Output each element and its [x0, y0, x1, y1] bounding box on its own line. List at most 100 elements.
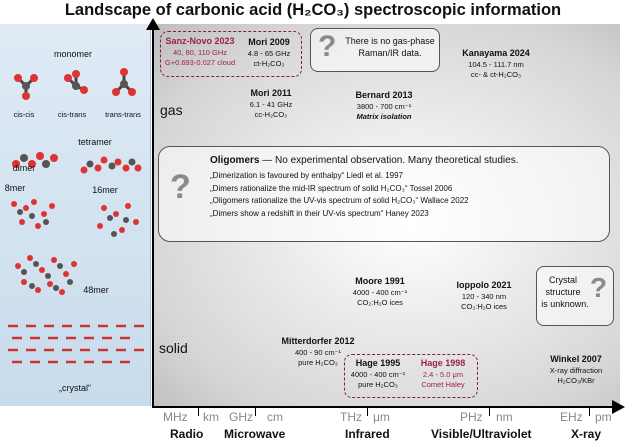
- bernard-range: 3800 - 700 cm⁻¹: [356, 102, 412, 111]
- infrared-highlight-box: [344, 354, 478, 398]
- mori2011-name: Mori 2011: [250, 88, 292, 98]
- ioppolo-name: Ioppolo 2021: [456, 280, 512, 290]
- mori2009-species: ct-H₂CO₃: [253, 59, 285, 68]
- kanayama-range: 104.5 - 111.7 nm: [468, 60, 524, 69]
- molecule-panel: monomer cis-cis cis-trans trans-trans te…: [0, 24, 151, 406]
- winkel-sample: H₂CO₃/KBr: [557, 376, 595, 385]
- question-mark-icon: ?: [318, 30, 337, 63]
- crystal-label: „crystal“: [59, 383, 91, 393]
- axis-unit-thz: THz: [340, 410, 362, 424]
- crystal-unknown-line1: Crystal: [548, 275, 577, 285]
- kanayama-name: Kanayama 2024: [462, 48, 530, 58]
- hage1995-range: 4000 - 400 cm⁻¹: [350, 370, 406, 379]
- 48mer-label: 48mer: [83, 285, 109, 295]
- oligomers-quote: „Oligomers rationalize the UV-vis spectr…: [210, 196, 469, 205]
- oligomers-heading-bold: Oligomers: [210, 155, 260, 166]
- mitterdorfer-name: Mitterdorfer 2012: [281, 336, 355, 346]
- cis-trans-molecule: [64, 70, 88, 94]
- axis-tick: [489, 408, 490, 416]
- hage1995-sample: pure H₂CO₃: [358, 380, 398, 389]
- trans-trans-label: trans-trans: [105, 110, 141, 119]
- 48mer-molecule: [15, 255, 77, 295]
- hage1998-range: 2.4 - 5.0 μm: [422, 370, 464, 379]
- hage1995-name: Hage 1995: [355, 358, 401, 368]
- axis-tick: [367, 408, 368, 416]
- y-axis-arrow: [146, 18, 160, 30]
- axis-unit-cm: cm: [267, 410, 283, 424]
- mori2009-name: Mori 2009: [248, 37, 290, 47]
- mitterdorfer-range: 400 - 90 cm⁻¹: [294, 348, 342, 357]
- axis-tick: [589, 408, 590, 416]
- cis-cis-label: cis-cis: [13, 110, 35, 119]
- band-infrared: Infrared: [345, 427, 390, 441]
- axis-unit-phz: PHz: [460, 410, 483, 424]
- dimer-molecule: [12, 152, 58, 168]
- oligomers-heading: Oligomers — No experimental observation.…: [210, 155, 600, 167]
- mori2009-range: 4.8 - 65 GHz: [247, 49, 291, 58]
- oligomers-quote: „Dimerization is favoured by enthalpy“ L…: [210, 171, 403, 180]
- oligomers-question-icon: ?: [170, 168, 191, 206]
- 8mer-label: 8mer: [4, 183, 26, 193]
- axis-unit-ghz: GHz: [229, 410, 253, 424]
- sanz-novo-source: G+0.693-0.027 cloud: [164, 58, 236, 67]
- band-xray: X-ray: [571, 427, 602, 441]
- ioppolo-sample: CO₂:H₂O ices: [461, 302, 507, 311]
- mori2011-species: cc-H₂CO₃: [254, 110, 288, 119]
- page-title: Landscape of carbonic acid (H₂CO₃) spect…: [64, 1, 562, 19]
- dimer-tetramer-molecules: [12, 152, 142, 174]
- winkel-name: Winkel 2007: [550, 354, 602, 364]
- 16mer-label: 16mer: [92, 185, 118, 195]
- moore-sample: CO₂:H₂O ices: [357, 298, 403, 307]
- crystal-unknown-line2: structure: [545, 287, 581, 297]
- 8mer-16mer-molecules: [11, 199, 139, 237]
- crystal-unknown-box: [536, 266, 614, 326]
- crystal-unknown-line3: is unknown.: [541, 299, 589, 309]
- axis-unit-um: μm: [373, 410, 390, 424]
- solid-phase-label: solid: [159, 340, 188, 356]
- gas-phase-label: gas: [160, 102, 183, 118]
- no-gas-line1: There is no gas-phase: [345, 36, 435, 46]
- axis-tick: [198, 408, 199, 416]
- axis-tick: [255, 408, 256, 416]
- oligomers-quote: „Dimers rationalize the mid-IR spectrum …: [210, 183, 453, 193]
- oligomers-heading-rest: — No experimental observation. Many theo…: [259, 155, 519, 166]
- axis-unit-pm: pm: [595, 410, 612, 424]
- axis-unit-ehz: EHz: [560, 410, 583, 424]
- cis-trans-label: cis-trans: [57, 110, 87, 119]
- oligomers-quote: „Dimers show a redshift in their UV-vis …: [210, 208, 429, 218]
- band-visible-uv: Visible/Ultraviolet: [431, 427, 532, 441]
- rotational-highlight-box: [160, 31, 302, 77]
- axis-unit-nm: nm: [496, 410, 513, 424]
- axis-unit-mhz: MHz: [163, 410, 188, 424]
- oligomers-quote-list: „Dimerization is favoured by enthalpy“ L…: [210, 170, 600, 220]
- monomer-molecules: [14, 68, 136, 100]
- x-axis-arrow: [612, 400, 625, 414]
- dimer-label: dimer: [12, 163, 36, 173]
- moore-name: Moore 1991: [355, 276, 405, 286]
- tetramer-label: tetramer: [78, 137, 112, 147]
- tetramer-molecule: [80, 156, 142, 174]
- bernard-method: Matrix isolation: [356, 112, 412, 121]
- hage1998-name: Hage 1998: [420, 358, 466, 368]
- cis-cis-molecule: [14, 74, 38, 100]
- moore-range: 4000 - 400 cm⁻¹: [352, 288, 408, 297]
- crystal-molecule: [8, 324, 144, 364]
- winkel-method: X-ray diffraction: [549, 366, 603, 375]
- oligomers-box: [158, 146, 610, 242]
- sanz-novo-name: Sanz-Novo 2023: [165, 36, 235, 46]
- ioppolo-range: 120 - 340 nm: [461, 292, 507, 301]
- mitterdorfer-sample: pure H₂CO₃: [298, 358, 338, 367]
- trans-trans-molecule: [112, 68, 136, 96]
- no-gas-line2: Raman/IR data.: [358, 48, 422, 58]
- band-microwave: Microwave: [224, 427, 286, 441]
- sanz-novo-range: 40, 80, 110 GHz: [172, 48, 228, 57]
- band-radio: Radio: [170, 427, 204, 441]
- mori2011-range: 6.1 - 41 GHz: [249, 100, 293, 109]
- kanayama-species: cc- & ct-H₂CO₃: [470, 70, 522, 79]
- bernard-name: Bernard 2013: [355, 90, 413, 100]
- axis-unit-km: km: [203, 410, 219, 424]
- hage1998-source: Comet Haley: [421, 380, 465, 389]
- monomer-label: monomer: [53, 49, 92, 59]
- no-gas-data-box: [310, 28, 440, 72]
- crystal-question-icon: ?: [590, 272, 608, 303]
